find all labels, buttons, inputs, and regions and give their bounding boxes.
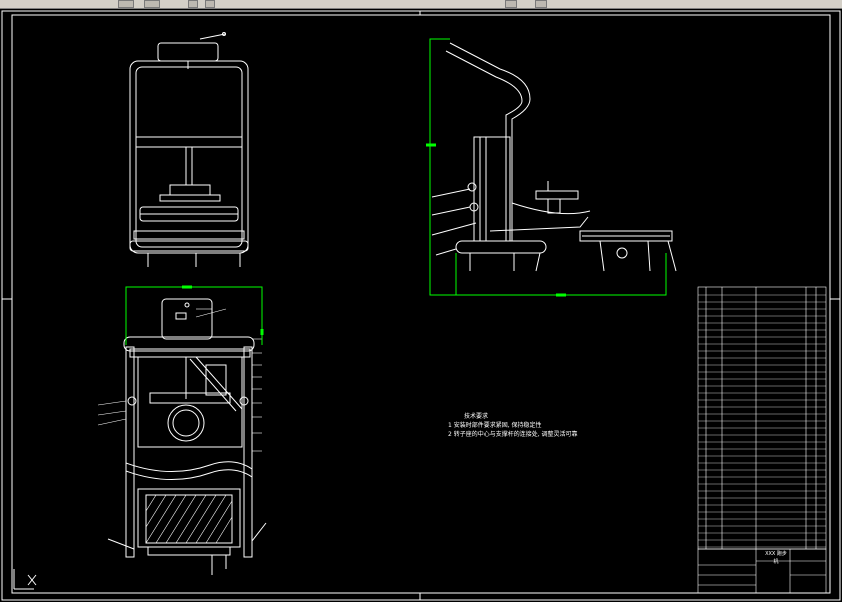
toolbar: [0, 0, 842, 9]
title-block-name: XXX 跑步机: [765, 551, 787, 565]
layers-button[interactable]: [118, 0, 134, 8]
undo-button[interactable]: [505, 0, 517, 8]
parts-list-table: [697, 286, 827, 550]
redo-button[interactable]: [535, 0, 547, 8]
sheet-border: [1, 10, 841, 601]
ucs-icon: [13, 569, 37, 590]
drawing-canvas[interactable]: [0, 9, 842, 602]
technical-requirements: 技术要求 1 安装时部件要求紧固, 保持稳定性 2 转子座的中心与支撑杆的连接处…: [448, 412, 578, 439]
top-view: [129, 32, 249, 267]
front-view: [107, 298, 267, 575]
pan-button[interactable]: [205, 0, 215, 8]
notes-title: 技术要求: [464, 413, 489, 420]
properties-button[interactable]: [144, 0, 160, 8]
note-2: 2 转子座的中心与支撑杆的连接处, 调整灵活可靠: [448, 431, 578, 438]
front-view-hatching: [145, 494, 233, 544]
front-view-leaders: [97, 308, 262, 452]
side-view: [431, 42, 677, 272]
zoom-button[interactable]: [188, 0, 198, 8]
title-block: [697, 548, 827, 594]
front-view-dimensions: [125, 285, 264, 345]
side-view-dimensions: [426, 38, 667, 297]
parts-list-rows: [698, 294, 826, 548]
note-1: 1 安装时部件要求紧固, 保持稳定性: [448, 422, 542, 429]
